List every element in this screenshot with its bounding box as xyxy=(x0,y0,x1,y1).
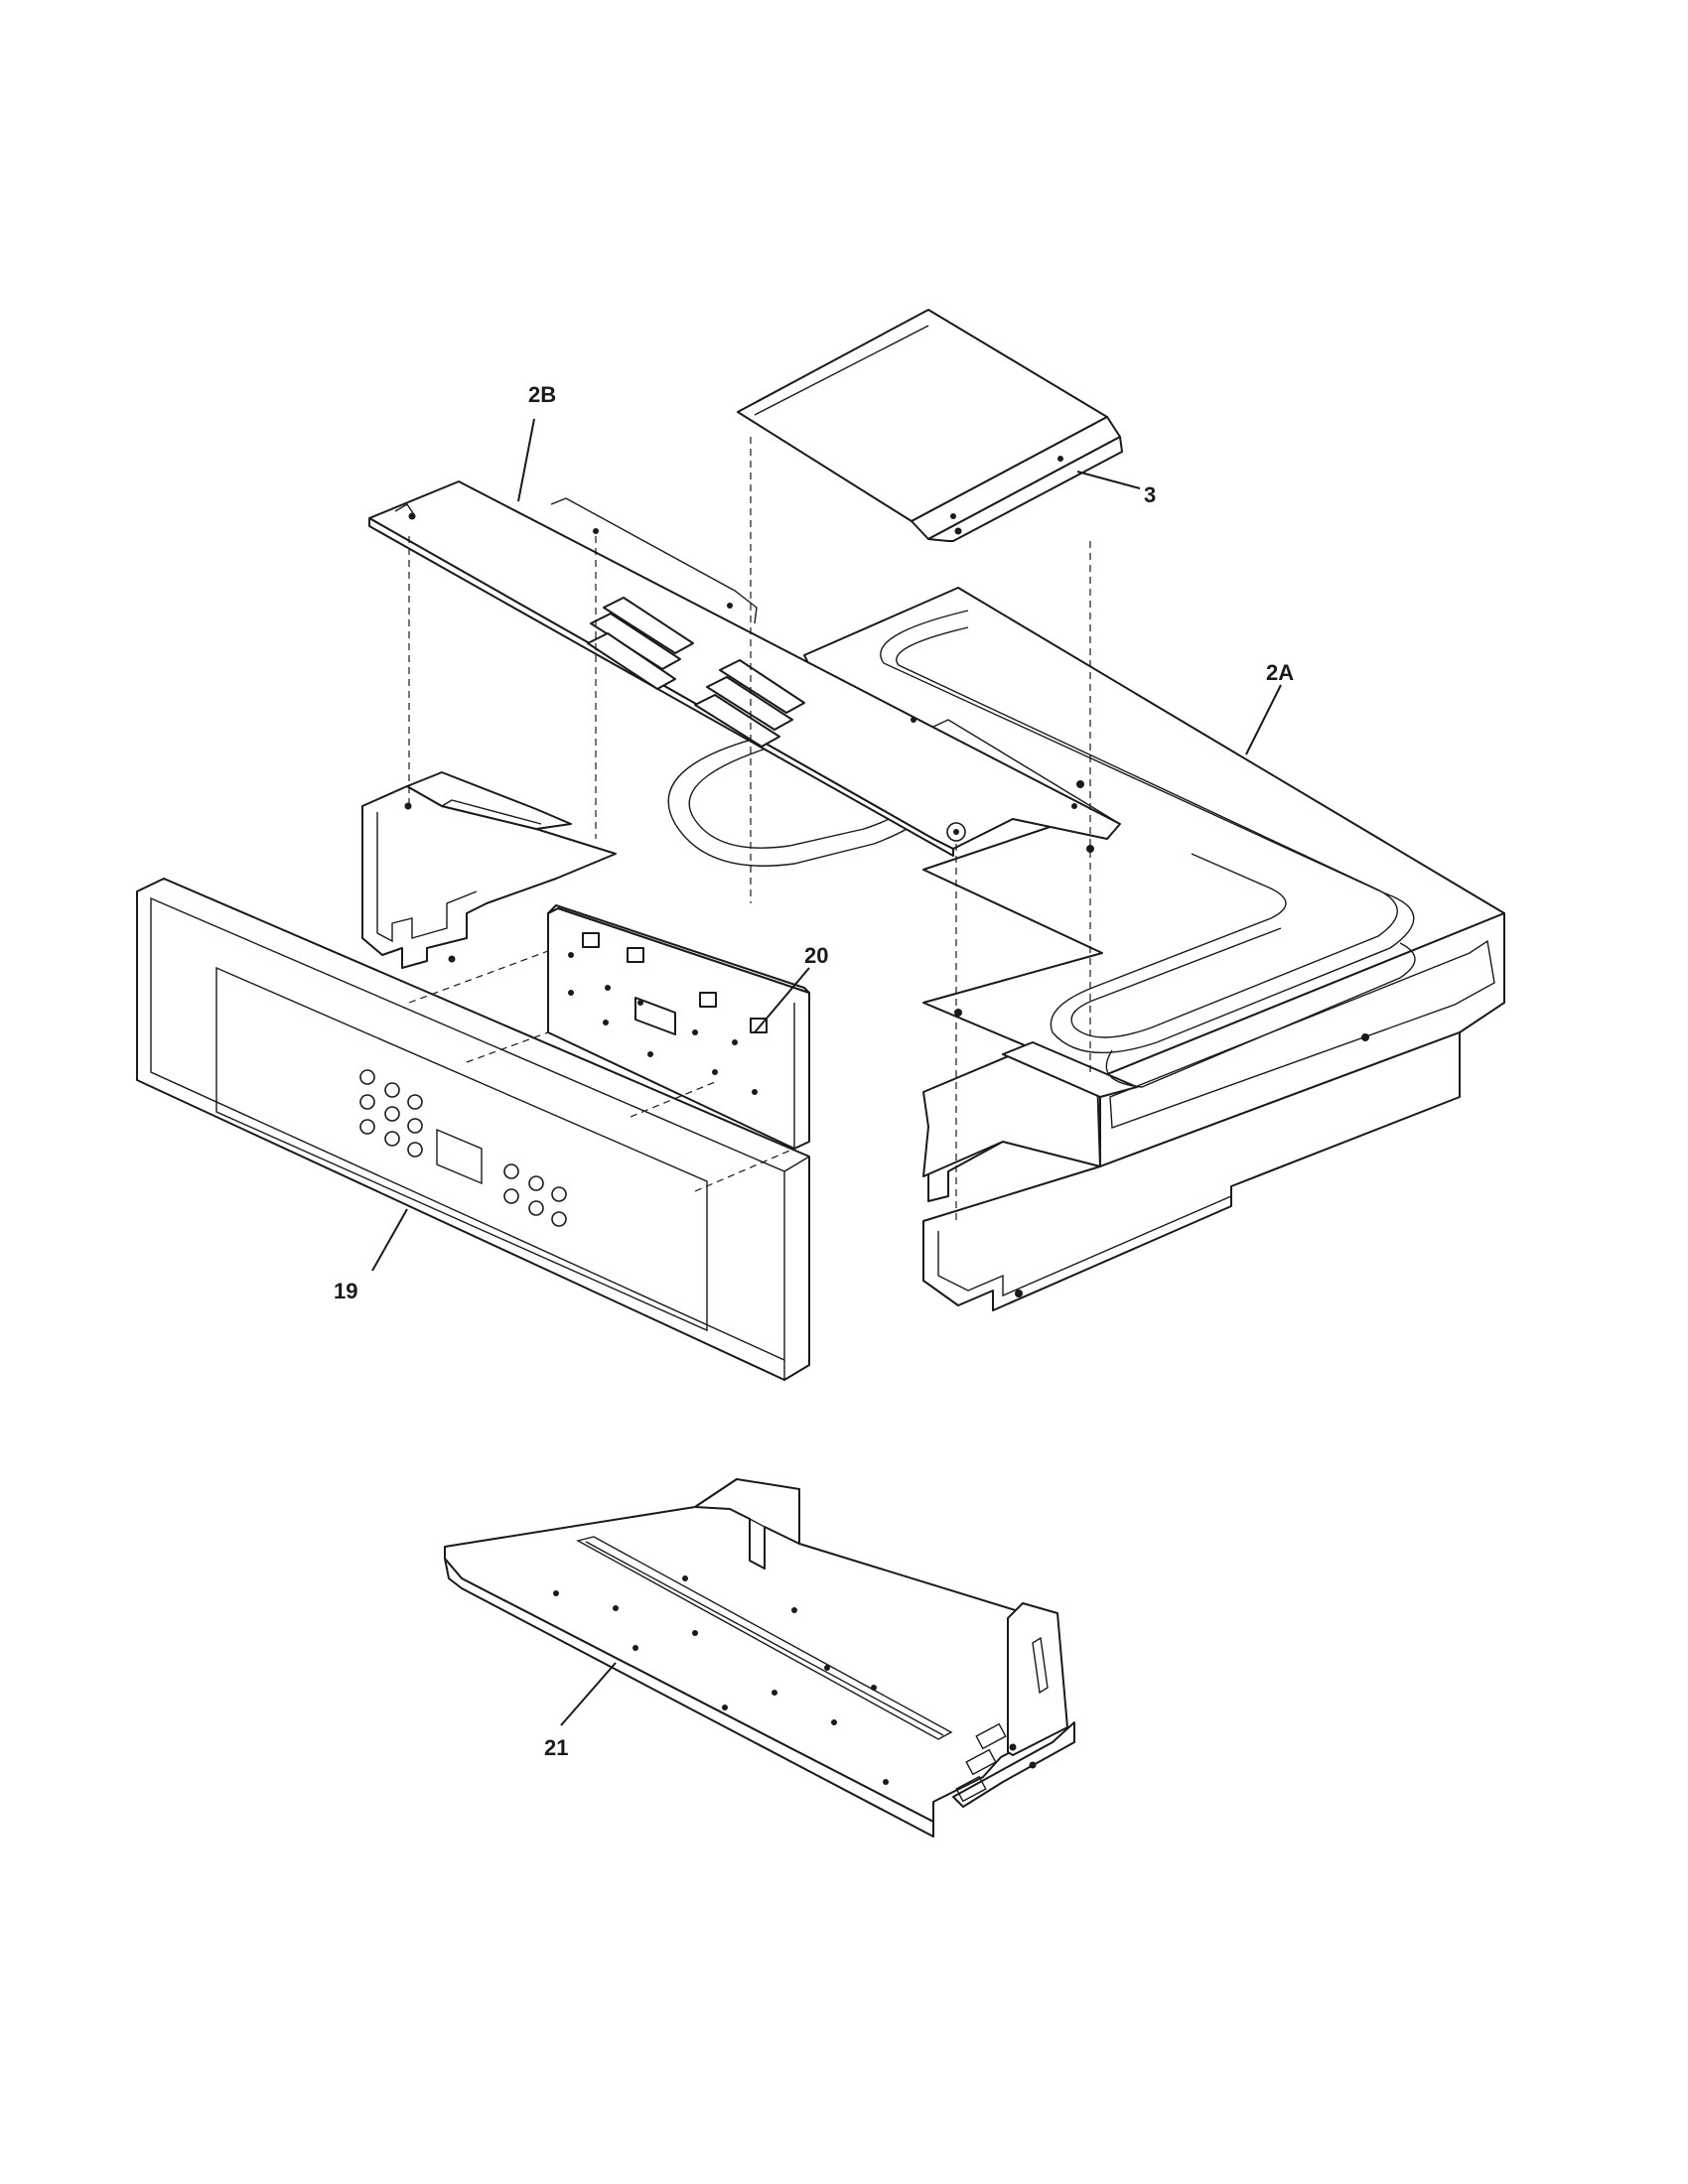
callout-leader-2b xyxy=(517,418,535,502)
callout-label-3: 3 xyxy=(1144,482,1156,507)
part-2a-base-panel xyxy=(667,587,1505,1311)
callout-leader-19 xyxy=(371,1208,408,1272)
part-19-control-panel xyxy=(136,878,810,1381)
part-20-control-board xyxy=(547,904,810,1150)
callout-leader-3 xyxy=(1076,471,1141,489)
callout-leader-20 xyxy=(754,967,810,1033)
callout-label-20: 20 xyxy=(804,943,828,968)
callout-label-21: 21 xyxy=(544,1735,568,1760)
part-2b-top-cover xyxy=(368,418,1121,857)
part-21-lower-panel xyxy=(444,1478,1075,1838)
panel-buttons xyxy=(359,1069,567,1227)
callout-leader-21 xyxy=(560,1662,617,1726)
callout-label-19: 19 xyxy=(334,1279,357,1303)
part-3-cover-plate xyxy=(737,309,1141,542)
left-side-bracket xyxy=(361,771,617,969)
callout-leader-2a xyxy=(1245,684,1282,755)
callout-label-2a: 2A xyxy=(1266,660,1294,685)
callout-label-2b: 2B xyxy=(528,382,556,407)
assembly-guide-lines xyxy=(408,437,1091,1221)
